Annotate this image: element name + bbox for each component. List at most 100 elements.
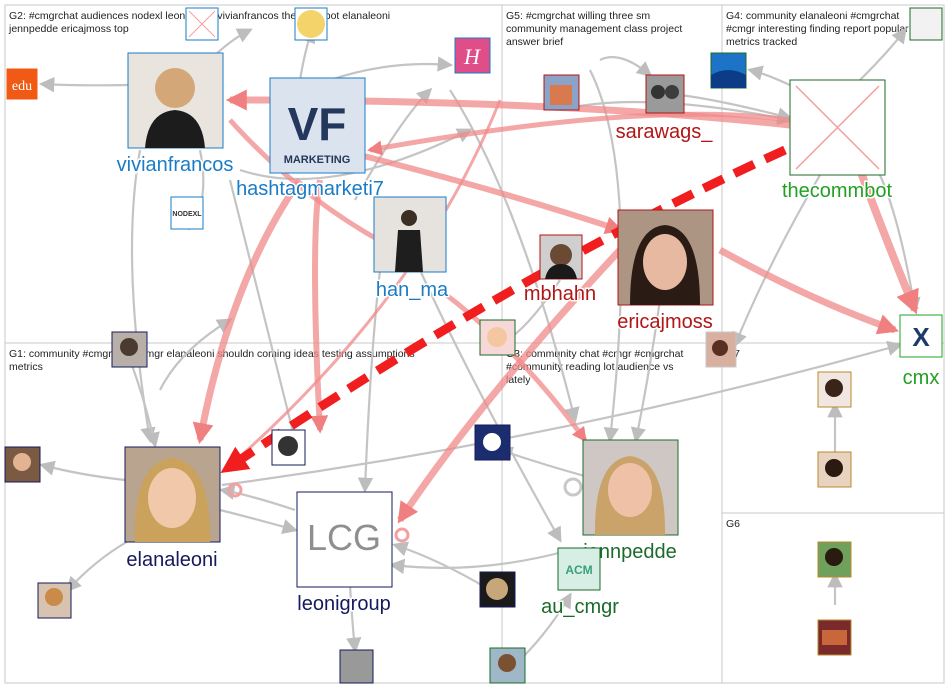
edge bbox=[388, 548, 571, 575]
group-boxes bbox=[4, 4, 945, 684]
node-small-g1-top[interactable] bbox=[111, 331, 148, 368]
edge bbox=[418, 269, 562, 543]
edge bbox=[38, 76, 129, 93]
nodexl-logo-text: NODEXL bbox=[172, 211, 202, 218]
nodes: edu vivianfrancos VF MARKETING hashtagma… bbox=[4, 7, 943, 684]
node-mbhahn[interactable] bbox=[539, 234, 583, 280]
lcg-logo-text: LCG bbox=[307, 517, 381, 558]
edge bbox=[329, 56, 454, 82]
node-ericajmoss[interactable] bbox=[617, 209, 714, 306]
node-broken-small[interactable] bbox=[185, 7, 219, 41]
node-leonigroup[interactable]: LCG bbox=[296, 491, 393, 588]
node-jennpedde[interactable] bbox=[582, 439, 679, 536]
edge bbox=[438, 288, 588, 443]
node-g5-small-1[interactable] bbox=[543, 74, 580, 111]
marketing-logo-text: MARKETING bbox=[284, 154, 351, 166]
node-g1-small-bear[interactable] bbox=[479, 571, 516, 608]
node-g1-small-cartoon[interactable] bbox=[271, 429, 306, 466]
node-label-elanaleoni: elanaleoni bbox=[126, 549, 217, 571]
group-box-g1 bbox=[4, 342, 503, 684]
edge bbox=[128, 359, 160, 449]
node-g1-small-left[interactable] bbox=[4, 446, 41, 483]
node-au-cmgr[interactable]: ACM bbox=[557, 547, 601, 591]
edge bbox=[228, 179, 305, 463]
node-g1-small-penguin[interactable] bbox=[474, 424, 511, 461]
edge bbox=[679, 93, 793, 123]
node-label-leonigroup: leonigroup bbox=[297, 593, 390, 615]
node-label-han-ma: han_ma bbox=[376, 279, 449, 301]
node-han-ma[interactable] bbox=[373, 196, 447, 273]
node-label-ericajmoss: ericajmoss bbox=[617, 311, 713, 333]
edge bbox=[159, 318, 233, 391]
vf-logo-text: VF bbox=[288, 98, 347, 150]
edge bbox=[392, 541, 491, 591]
node-g6-top[interactable] bbox=[817, 541, 852, 578]
edge bbox=[357, 269, 382, 494]
node-g3-small-bottom[interactable] bbox=[489, 647, 526, 684]
edge bbox=[732, 174, 821, 348]
edge bbox=[39, 460, 126, 482]
node-label-mbhahn: mbhahn bbox=[524, 283, 596, 305]
edge bbox=[630, 299, 662, 444]
node-label-hashtagmarketi7: hashtagmarketi7 bbox=[236, 178, 384, 200]
node-small-anime[interactable] bbox=[479, 319, 516, 356]
edge bbox=[354, 87, 433, 201]
node-elanaleoni[interactable] bbox=[124, 446, 221, 543]
node-g1-small-bottom[interactable] bbox=[339, 649, 374, 684]
node-cmx[interactable]: X bbox=[899, 314, 943, 358]
group-label-g4: G4: community elanaleoni #cmgrchat#cmgr … bbox=[726, 10, 909, 48]
node-g7-bottom[interactable] bbox=[817, 451, 852, 488]
avatar-face bbox=[155, 68, 195, 108]
edge bbox=[367, 111, 791, 156]
h-logo-text: H bbox=[463, 44, 481, 69]
node-g1-small-bottom-left[interactable] bbox=[37, 582, 72, 619]
node-vivianfrancos[interactable] bbox=[127, 52, 224, 149]
node-label-au-cmgr: au_cmgr bbox=[541, 596, 619, 618]
self-loop bbox=[563, 477, 583, 497]
self-loop bbox=[394, 527, 410, 543]
cmx-logo-text: X bbox=[912, 322, 930, 352]
edge bbox=[449, 89, 580, 423]
group-label-g6: G6 bbox=[726, 518, 740, 530]
node-label-sarawags: sarawags_ bbox=[616, 121, 714, 143]
node-yellow-avatar[interactable] bbox=[294, 7, 328, 41]
group-box-g6 bbox=[721, 512, 945, 684]
edge bbox=[219, 508, 298, 535]
node-g7-small[interactable] bbox=[705, 331, 737, 368]
edu-logo-text: edu bbox=[12, 79, 32, 94]
node-label-vivianfrancos: vivianfrancos bbox=[117, 154, 234, 176]
edge bbox=[65, 539, 131, 593]
edge bbox=[239, 128, 473, 181]
node-nodexl[interactable]: NODEXL bbox=[170, 196, 204, 230]
group-label-g1: G1: community #cmgrchat #cmgr elanaleoni… bbox=[9, 348, 415, 373]
node-hashtagmarketi7[interactable]: VF MARKETING bbox=[269, 77, 366, 174]
edge bbox=[599, 56, 653, 77]
edge bbox=[718, 246, 899, 335]
self-loop bbox=[227, 482, 243, 498]
edge bbox=[346, 584, 362, 654]
edge bbox=[856, 168, 919, 315]
edge-thecommbot-elanaleoni bbox=[220, 145, 787, 474]
avatar-body bbox=[145, 110, 205, 148]
acm-logo-text: ACM bbox=[565, 563, 592, 577]
node-g6-bottom[interactable] bbox=[817, 619, 852, 656]
edge bbox=[339, 147, 624, 234]
edge bbox=[218, 484, 296, 512]
edge bbox=[192, 177, 303, 445]
edge bbox=[223, 99, 502, 472]
edge bbox=[221, 340, 903, 487]
edge bbox=[397, 247, 623, 524]
node-edu[interactable]: edu bbox=[5, 67, 39, 101]
node-thecommbot[interactable] bbox=[789, 79, 886, 176]
edge bbox=[859, 27, 907, 81]
node-g4-small-wave[interactable] bbox=[710, 52, 747, 89]
node-label-thecommbot: thecommbot bbox=[782, 180, 892, 202]
edge bbox=[519, 592, 572, 661]
node-g7-top[interactable] bbox=[817, 371, 852, 408]
node-g4-small-top[interactable] bbox=[909, 7, 943, 41]
node-h-logo[interactable]: H bbox=[454, 37, 491, 74]
node-sarawags[interactable] bbox=[645, 74, 685, 114]
node-label-cmx: cmx bbox=[903, 367, 940, 389]
